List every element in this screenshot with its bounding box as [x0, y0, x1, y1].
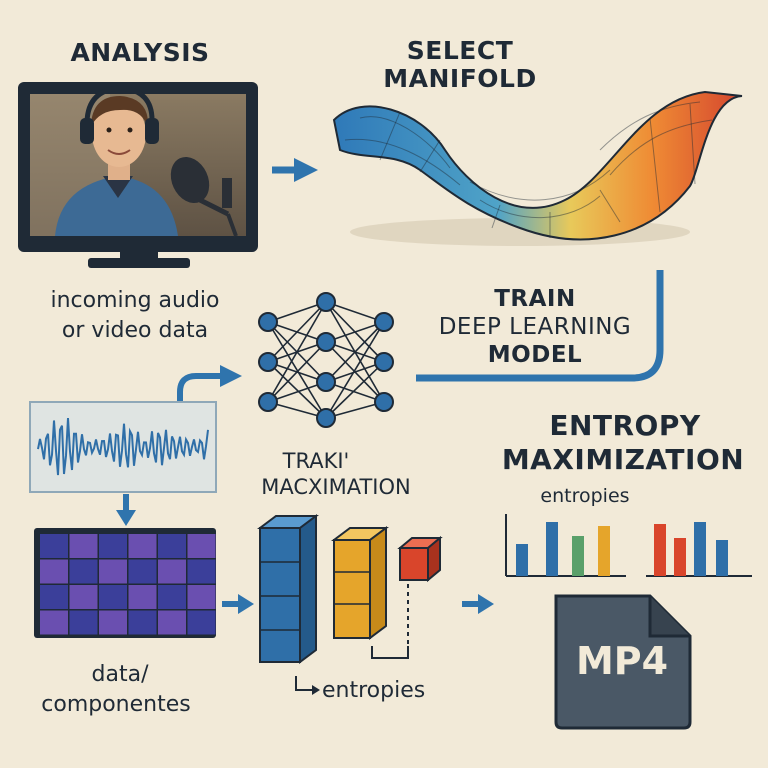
waveform-panel: [29, 401, 217, 493]
entropy-chart-label: entropies: [540, 485, 630, 507]
grid-cell: [187, 534, 216, 558]
podcaster-illustration: [55, 85, 178, 236]
stack-entropies-label: entropies: [322, 678, 426, 703]
arrow-waveform-to-grid: [116, 494, 136, 526]
grid-cell: [69, 559, 98, 584]
train-title-line1: TRAIN: [494, 286, 576, 312]
tracking-label-line2: MACXIMATION: [261, 475, 411, 499]
grid-cell: [158, 534, 186, 558]
arrow-waveform-to-model: [177, 365, 242, 402]
mp4-file-icon: MP4: [554, 594, 692, 730]
grid-cell: [99, 559, 127, 584]
nn-node: [258, 392, 278, 412]
manifold-surface: [332, 90, 743, 246]
entropy-block-stack: [257, 514, 443, 695]
data-components-line2: componentes: [41, 692, 191, 717]
grid-cell: [158, 559, 186, 584]
grid-cell: [99, 610, 127, 635]
grid-cell: [158, 610, 186, 635]
grid-cell: [128, 559, 157, 584]
grid-cell: [99, 585, 127, 609]
grid-cell: [40, 610, 68, 635]
grid-cell: [128, 534, 157, 558]
tracking-label-line1: TRAKI': [282, 449, 350, 473]
grid-cell: [40, 585, 68, 609]
analysis-caption-line2: or video data: [61, 318, 209, 343]
entropy-bar-chart-right: [646, 522, 752, 577]
grid-cell: [40, 559, 68, 584]
grid-cell: [187, 610, 216, 635]
grid-cell: [187, 559, 216, 584]
grid-cell: [69, 585, 98, 609]
nn-node: [316, 408, 336, 428]
grid-cell: [128, 610, 157, 635]
arrow-to-manifold: [272, 158, 318, 182]
arrow-grid-to-stack: [222, 594, 254, 614]
grid-cell: [69, 534, 98, 558]
nn-node: [374, 312, 394, 332]
nn-node: [316, 332, 336, 352]
grid-cell: [187, 585, 216, 609]
nn-node: [258, 352, 278, 372]
train-title-line3: MODEL: [487, 342, 583, 368]
entropy-title-line2: MAXIMIZATION: [501, 443, 745, 476]
neural-network-icon: [258, 292, 394, 428]
grid-cell: [40, 534, 68, 558]
train-title-line2: DEEP LEARNING: [438, 314, 632, 340]
entropy-bar-chart-left: [505, 514, 626, 577]
arrow-stack-to-output: [462, 594, 494, 614]
grid-cell: [128, 585, 157, 609]
nn-node: [374, 392, 394, 412]
select-manifold-title-line1: SELECT: [406, 36, 514, 65]
arrow-manifold-to-model: [416, 270, 664, 382]
nn-node: [316, 372, 336, 392]
grid-cell: [158, 585, 186, 609]
entropy-title-line1: ENTROPY: [549, 409, 701, 442]
data-components-grid: [34, 528, 216, 638]
select-manifold-title-line2: MANIFOLD: [383, 64, 537, 93]
grid-cell: [69, 610, 98, 635]
nn-node: [258, 312, 278, 332]
analysis-caption-line1: incoming audio: [50, 288, 220, 313]
nn-node: [374, 352, 394, 372]
nn-node: [316, 292, 336, 312]
grid-cell: [99, 534, 127, 558]
analysis-title: ANALYSIS: [70, 38, 210, 67]
data-components-line1: data/: [91, 662, 149, 687]
mp4-label: MP4: [576, 639, 668, 683]
microphone-icon: [170, 156, 238, 237]
